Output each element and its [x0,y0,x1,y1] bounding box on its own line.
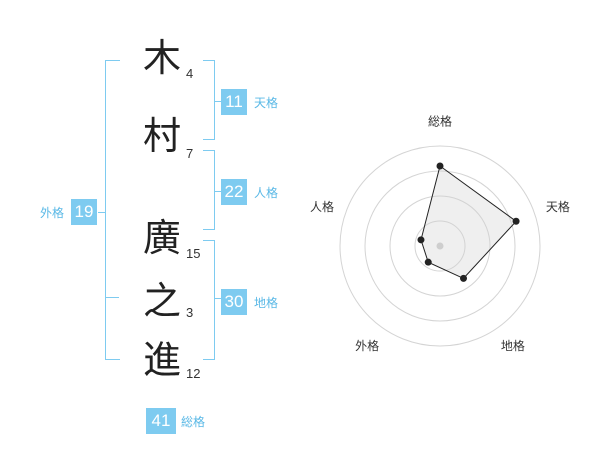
radar-axis-label-1: 総格 [428,114,452,129]
radar-series-area [420,165,517,280]
name-char-1: 木 [142,36,181,80]
name-char-3: 廣 [142,216,181,260]
radar-axis-label-3: 地格 [501,338,525,353]
stroke-count-1: 4 [186,66,194,81]
radar-axis-label-5: 人格 [310,199,334,214]
chikaku-label: 地格 [254,296,279,310]
tenkaku-value: 11 [221,89,247,115]
radar-point-1 [436,162,444,170]
gaikaku-label: 外格 [40,206,65,220]
radar-ring-3 [364,170,516,322]
radar-point-3 [460,274,468,282]
tenkaku-bracket [203,60,215,140]
radar-point-2 [512,217,520,225]
stroke-count-3: 15 [186,246,201,261]
radar-center [436,242,444,250]
chikaku-bracket [203,240,215,360]
radar-ring-4 [339,145,541,347]
gaikaku-connector [98,212,106,213]
radar-axis-label-2: 天格 [546,199,570,214]
radar-point-5 [417,236,425,244]
gaikaku-bracket-tick [105,297,119,298]
chikaku-value: 30 [221,289,247,315]
radar-point-4 [424,258,432,266]
jinkaku-bracket [203,150,215,230]
name-char-2: 村 [142,114,181,158]
soukaku-label: 総格 [181,415,206,429]
jinkaku-label: 人格 [254,186,279,200]
tenkaku-connector [214,101,222,102]
name-char-4: 之 [142,279,181,323]
jinkaku-connector [214,191,222,192]
stroke-count-5: 12 [186,366,201,381]
stroke-count-4: 3 [186,305,194,320]
stroke-count-2: 7 [186,146,194,161]
gaikaku-bracket [105,60,120,360]
jinkaku-value: 22 [221,179,247,205]
tenkaku-label: 天格 [254,96,279,110]
gaikaku-value: 19 [71,199,97,225]
radar-ring-1 [414,220,466,272]
soukaku-value: 41 [146,408,176,434]
radar-ring-2 [389,195,491,297]
radar-axis-label-4: 外格 [355,338,379,353]
chikaku-connector [214,298,222,299]
name-char-5: 進 [142,338,181,382]
